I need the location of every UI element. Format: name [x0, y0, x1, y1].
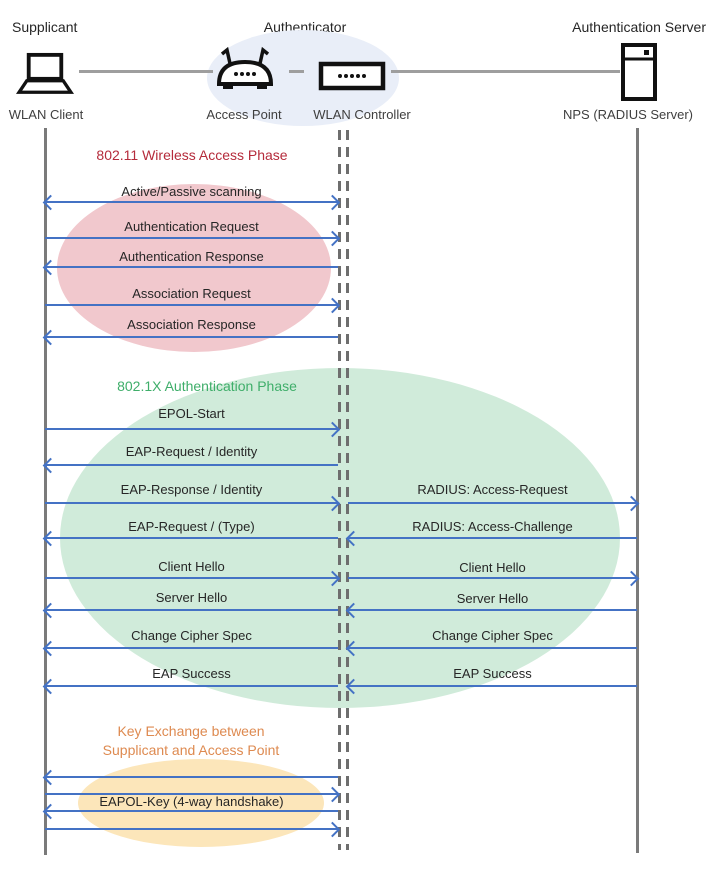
phase1-title: 802.11 Wireless Access Phase — [96, 147, 288, 163]
phase3-title: Key Exchange between Supplicant and Acce… — [65, 722, 317, 760]
message-arrow-left — [42, 329, 338, 346]
message-arrow-left — [345, 602, 637, 619]
message-label: EAP Success — [152, 666, 231, 681]
message-label: Client Hello — [459, 560, 526, 575]
message-arrow-left — [42, 640, 338, 657]
message-arrow-left — [42, 530, 338, 547]
lifeline-controller-dash-left — [338, 130, 341, 850]
message-label: EAPOL-Key (4-way handshake) — [99, 794, 284, 809]
message-label: Association Response — [127, 317, 256, 332]
message-label: Change Cipher Spec — [131, 628, 252, 643]
message-arrow-right — [348, 570, 640, 587]
message-arrow-right — [45, 570, 341, 587]
node-label-wlan-controller: WLAN Controller — [313, 107, 411, 122]
message-label: Server Hello — [155, 590, 228, 605]
server-icon — [620, 42, 658, 102]
phase3-title-line1: Key Exchange between — [117, 723, 265, 739]
message-arrow-left — [42, 602, 338, 619]
message-arrow-left — [42, 803, 338, 820]
node-label-access-point: Access Point — [206, 107, 282, 122]
message-arrow-right — [45, 297, 341, 314]
message-label: Active/Passive scanning — [121, 184, 262, 199]
connector-client-ap — [79, 70, 213, 73]
message-label: Change Cipher Spec — [432, 628, 553, 643]
message-arrow-left — [345, 530, 637, 547]
message-arrow-right — [45, 495, 341, 512]
message-label: Client Hello — [158, 559, 225, 574]
role-authentication-server: Authentication Server — [572, 19, 706, 35]
message-label: Association Request — [132, 286, 251, 301]
node-label-nps-radius-server: NPS (RADIUS Server) — [562, 107, 694, 122]
message-arrow-right — [45, 230, 341, 247]
laptop-icon — [13, 52, 77, 98]
message-arrow-right — [45, 786, 341, 803]
message-arrow-left — [42, 259, 338, 276]
phase1-ellipse — [57, 184, 331, 352]
phase3-ellipse — [78, 759, 324, 847]
node-label-wlan-client: WLAN Client — [8, 107, 84, 122]
message-label: Authentication Response — [119, 249, 264, 264]
phase2-title: 802.1X Authentication Phase — [117, 378, 297, 394]
message-arrow-right — [45, 421, 341, 438]
message-label: EAP Success — [453, 666, 532, 681]
message-label: RADIUS: Access-Request — [417, 482, 568, 497]
message-arrow-left — [42, 678, 338, 695]
lifeline-wlan-client — [44, 128, 47, 855]
message-arrow-both — [42, 194, 341, 211]
message-label: EAP-Request / Identity — [125, 444, 258, 459]
message-label: Server Hello — [456, 591, 529, 606]
message-arrow-left — [345, 678, 637, 695]
message-arrow-right — [348, 495, 640, 512]
lifeline-controller-dash-right — [346, 130, 349, 850]
message-arrow-left — [345, 640, 637, 657]
wlan-controller-icon — [318, 61, 386, 91]
message-arrow-left — [42, 457, 338, 474]
message-label: Authentication Request — [124, 219, 259, 234]
connector-controller-server — [391, 70, 620, 73]
connector-ap-controller — [289, 70, 304, 73]
lifeline-radius-server — [636, 128, 639, 853]
access-point-icon — [214, 44, 276, 94]
role-supplicant: Supplicant — [12, 19, 78, 35]
phase3-title-line2: Supplicant and Access Point — [102, 742, 280, 758]
message-arrow-right — [45, 821, 341, 838]
message-label: EPOL-Start — [158, 406, 225, 421]
message-label: EAP-Request / (Type) — [128, 519, 255, 534]
message-label: RADIUS: Access-Challenge — [412, 519, 573, 534]
message-arrow-left — [42, 769, 338, 786]
message-label: EAP-Response / Identity — [120, 482, 263, 497]
